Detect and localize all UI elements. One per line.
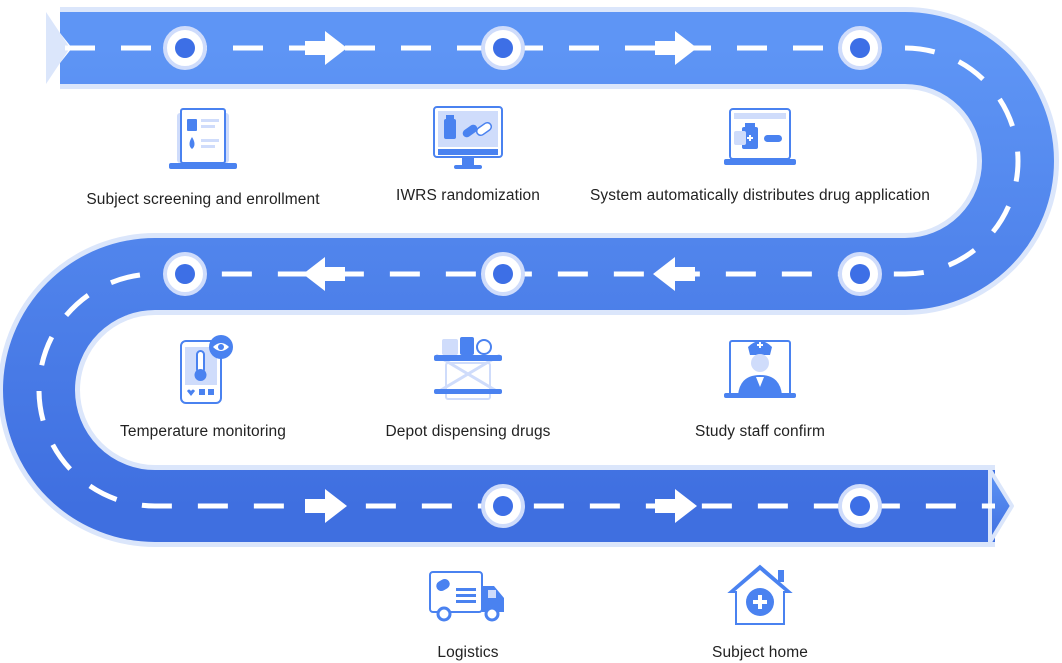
direction-arrow-icon bbox=[655, 31, 697, 65]
delivery-truck-icon bbox=[429, 571, 504, 622]
monitor-medicine-icon bbox=[433, 106, 503, 169]
document-laptop-icon bbox=[169, 108, 237, 169]
route-marker bbox=[163, 26, 207, 70]
step-label: IWRS randomization bbox=[396, 187, 540, 204]
route-marker bbox=[838, 26, 882, 70]
route-marker bbox=[163, 252, 207, 296]
route-marker bbox=[838, 252, 882, 296]
thermometer-phone-icon bbox=[180, 335, 233, 404]
route-marker bbox=[481, 484, 525, 528]
direction-arrow-icon bbox=[653, 257, 695, 291]
step-label: Depot dispensing drugs bbox=[385, 423, 551, 440]
step-label: Study staff confirm bbox=[695, 423, 825, 440]
home-cross-icon bbox=[727, 564, 793, 625]
direction-arrow-icon bbox=[305, 31, 347, 65]
doctor-icon bbox=[724, 340, 796, 398]
route-marker bbox=[838, 484, 882, 528]
step-label: System automatically distributes drug ap… bbox=[589, 187, 931, 204]
direction-arrow-icon bbox=[655, 489, 697, 523]
route-marker bbox=[481, 252, 525, 296]
route-marker bbox=[481, 26, 525, 70]
step-label: Subject home bbox=[712, 644, 808, 661]
step-label: Subject screening and enrollment bbox=[86, 191, 320, 208]
step-label: Logistics bbox=[437, 644, 499, 661]
direction-arrow-icon bbox=[305, 489, 347, 523]
laptop-medicine-icon bbox=[724, 108, 796, 165]
depot-shelf-icon bbox=[434, 337, 502, 400]
direction-arrow-icon bbox=[303, 257, 345, 291]
step-label: Temperature monitoring bbox=[120, 423, 286, 440]
